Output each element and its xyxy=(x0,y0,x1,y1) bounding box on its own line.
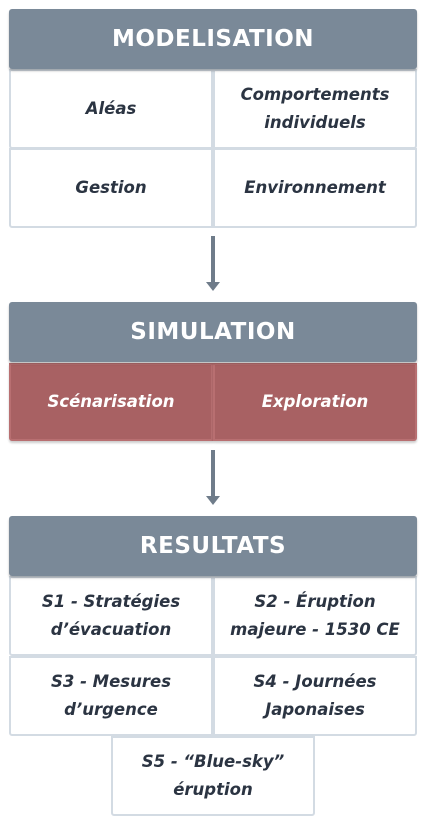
resultats-title: RESULTATS xyxy=(139,533,287,559)
resultat-item-s4: S4 - Journées Japonaises xyxy=(213,656,417,736)
modelisation-item-label: Aléas xyxy=(85,99,137,118)
simulation-title: SIMULATION xyxy=(130,319,296,345)
modelisation-item-label: Environnement xyxy=(244,178,386,197)
resultat-item-s1: S1 - Stratégies d’évacuation xyxy=(9,576,213,656)
resultats-header: RESULTATS xyxy=(9,516,417,576)
modelisation-header: MODELISATION xyxy=(9,9,417,69)
simulation-item-label: Exploration xyxy=(261,392,369,411)
modelisation-item-gestion: Gestion xyxy=(9,148,213,228)
modelisation-item-label: Comportements individuels xyxy=(240,85,390,132)
flow-arrow-shaft xyxy=(211,450,215,497)
resultat-item-label: S4 - Journées Japonaises xyxy=(253,672,377,719)
flow-arrow-shaft xyxy=(211,236,215,283)
resultat-item-label: S5 - “Blue-sky” éruption xyxy=(141,752,285,799)
simulation-header: SIMULATION xyxy=(9,302,417,362)
simulation-item-label: Scénarisation xyxy=(47,392,175,411)
simulation-item-exploration: Exploration xyxy=(213,363,417,441)
modelisation-item-label: Gestion xyxy=(75,178,147,197)
flow-arrow-head xyxy=(206,282,220,291)
modelisation-item-comportements: Comportements individuels xyxy=(213,69,417,149)
flow-arrow-head xyxy=(206,496,220,505)
modelisation-item-aleas: Aléas xyxy=(9,69,213,149)
resultat-item-label: S1 - Stratégies d’évacuation xyxy=(41,592,181,639)
resultat-item-label: S2 - Éruption majeure - 1530 CE xyxy=(230,592,400,639)
resultat-item-s2: S2 - Éruption majeure - 1530 CE xyxy=(213,576,417,656)
modelisation-title: MODELISATION xyxy=(111,26,315,52)
simulation-item-scenarisation: Scénarisation xyxy=(9,363,213,441)
resultat-item-s5: S5 - “Blue-sky” éruption xyxy=(111,736,315,816)
resultat-item-s3: S3 - Mesures d’urgence xyxy=(9,656,213,736)
resultat-item-label: S3 - Mesures d’urgence xyxy=(50,672,172,719)
modelisation-item-environnement: Environnement xyxy=(213,148,417,228)
